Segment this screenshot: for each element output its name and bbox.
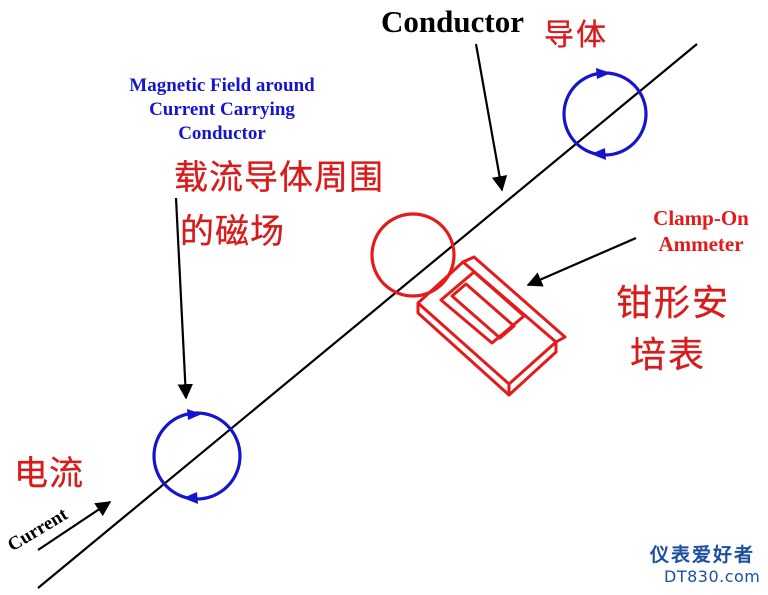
clamp-on-ammeter-handwritten-label-line1: 钳形安 bbox=[616, 283, 731, 324]
magnetic-field-handwritten-label-line2: 的磁场 bbox=[180, 212, 285, 252]
current-direction-arrow bbox=[37, 501, 112, 551]
watermark-site-name: 仪表爱好者 bbox=[650, 544, 756, 566]
clamp-meter-pointer-arrow bbox=[526, 236, 637, 287]
magnetic-field-loop-lower bbox=[152, 409, 242, 504]
magnetic-field-loop-upper bbox=[562, 68, 648, 160]
current-handwritten-label: 电流 bbox=[14, 454, 84, 494]
magnetic-field-handwritten-label-line1: 载流导体周围 bbox=[174, 158, 384, 198]
conductor-label: Conductor bbox=[381, 4, 524, 39]
clamp-on-ammeter-label: Clamp-On Ammeter bbox=[653, 206, 749, 256]
clamp-jaw bbox=[370, 212, 456, 298]
magnetic-field-label: Magnetic Field around Current Carrying C… bbox=[129, 75, 315, 144]
clamp-meter-body bbox=[416, 255, 567, 397]
watermark-site-url: DT830.com bbox=[664, 567, 761, 586]
conductor-pointer-arrow bbox=[474, 43, 508, 192]
clamp-on-ammeter-handwritten-label-line2: 培表 bbox=[630, 335, 707, 376]
conductor-wire bbox=[37, 43, 698, 589]
magnetic-field-pointer-arrow bbox=[174, 197, 193, 400]
conductor-handwritten-label: 导体 bbox=[544, 18, 608, 53]
